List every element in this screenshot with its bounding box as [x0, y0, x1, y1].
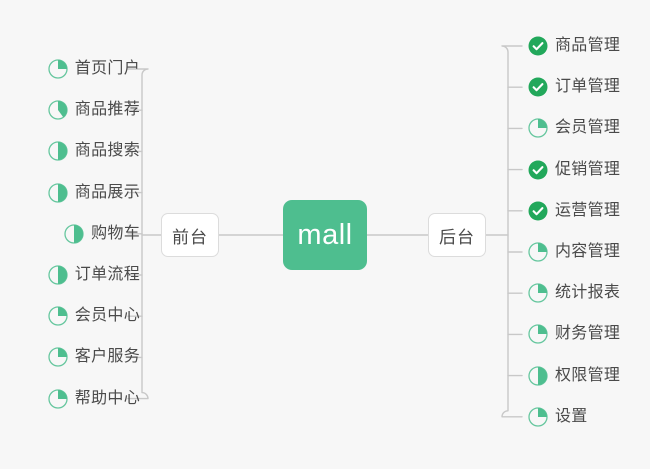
branch-node-back-label: 后台	[439, 227, 475, 247]
pie-progress-icon	[48, 100, 68, 120]
mindmap-leaf-label: 统计报表	[555, 284, 621, 302]
pie-progress-icon	[48, 59, 68, 79]
mindmap-leaf-label: 权限管理	[555, 366, 621, 384]
mindmap-leaf-left[interactable]: 订单流程	[48, 260, 140, 290]
mindmap-leaf-label: 商品展示	[74, 183, 140, 201]
center-node-mall[interactable]: mall	[283, 200, 367, 270]
pie-progress-icon	[64, 224, 84, 244]
pie-progress-icon	[48, 388, 68, 409]
mindmap-leaf-left[interactable]: 商品推荐	[48, 95, 140, 125]
mindmap-leaf-label: 订单流程	[74, 266, 140, 283]
pie-progress-icon	[528, 242, 548, 262]
right-branch-items: 商品管理 订单管理 会员管理 促销管理 运营管理 内容管理 统计报表 财务管理 …	[528, 0, 650, 469]
branch-node-back[interactable]: 后台	[428, 213, 486, 257]
pie-progress-icon	[528, 407, 548, 427]
mindmap-leaf-label: 商品管理	[555, 37, 621, 54]
mindmap-leaf-left[interactable]: 购物车	[64, 219, 140, 249]
check-circle-icon	[528, 160, 548, 180]
mindmap-leaf-left[interactable]: 客户服务	[48, 342, 140, 372]
center-node-label: mall	[297, 218, 353, 251]
mindmap-leaf-right[interactable]: 订单管理	[528, 72, 620, 102]
pie-progress-icon	[528, 118, 548, 139]
mindmap-leaf-label: 帮助中心	[74, 389, 140, 407]
check-circle-icon	[528, 201, 548, 221]
pie-progress-icon	[48, 141, 68, 162]
mindmap-leaf-label: 订单管理	[555, 78, 621, 96]
left-branch-items: 首页门户 商品推荐 商品搜索 商品展示 购物车 订单流程 会员中心 客户服务 帮…	[0, 0, 140, 469]
mindmap-leaf-right[interactable]: 权限管理	[528, 361, 620, 391]
pie-progress-icon	[528, 365, 548, 386]
mindmap-leaf-label: 客户服务	[74, 348, 140, 366]
mindmap-leaf-right[interactable]: 设置	[528, 402, 588, 432]
pie-progress-icon	[48, 306, 68, 326]
branch-node-front-label: 前台	[172, 227, 208, 247]
branch-node-front[interactable]: 前台	[161, 213, 219, 257]
mindmap-leaf-label: 运营管理	[555, 201, 621, 219]
mindmap-leaf-right[interactable]: 统计报表	[528, 278, 620, 308]
mindmap-leaf-label: 购物车	[91, 224, 140, 242]
mindmap-leaf-right[interactable]: 运营管理	[528, 196, 620, 226]
connector-line	[501, 45, 523, 418]
pie-progress-icon	[48, 347, 68, 368]
check-circle-icon	[528, 36, 548, 56]
pie-progress-icon	[528, 324, 548, 345]
mindmap-leaf-right[interactable]: 商品管理	[528, 31, 620, 61]
mindmap-leaf-left[interactable]: 会员中心	[48, 301, 140, 331]
mindmap-leaf-right[interactable]: 财务管理	[528, 319, 620, 349]
pie-progress-icon	[48, 182, 68, 203]
mindmap-leaf-label: 财务管理	[555, 325, 621, 343]
mindmap-leaf-label: 首页门户	[74, 60, 140, 77]
mindmap-leaf-right[interactable]: 会员管理	[528, 113, 620, 143]
mindmap-leaf-left[interactable]: 商品搜索	[48, 136, 140, 166]
mindmap-leaf-right[interactable]: 促销管理	[528, 155, 620, 185]
mindmap-leaf-label: 会员管理	[555, 119, 621, 137]
mindmap-leaf-label: 促销管理	[555, 160, 621, 178]
mindmap-leaf-left[interactable]: 商品展示	[48, 178, 140, 208]
mindmap-leaf-label: 商品搜索	[74, 142, 140, 160]
mindmap-leaf-label: 会员中心	[74, 307, 140, 325]
check-circle-icon	[528, 77, 548, 97]
mindmap-leaf-label: 商品推荐	[74, 101, 140, 119]
pie-progress-icon	[48, 265, 68, 285]
mindmap-leaf-right[interactable]: 内容管理	[528, 237, 620, 267]
mindmap-leaf-left[interactable]: 帮助中心	[48, 384, 140, 414]
mindmap-leaf-left[interactable]: 首页门户	[48, 54, 140, 84]
mindmap-leaf-label: 内容管理	[555, 243, 621, 260]
mindmap-leaf-label: 设置	[555, 407, 588, 425]
pie-progress-icon	[528, 283, 548, 303]
